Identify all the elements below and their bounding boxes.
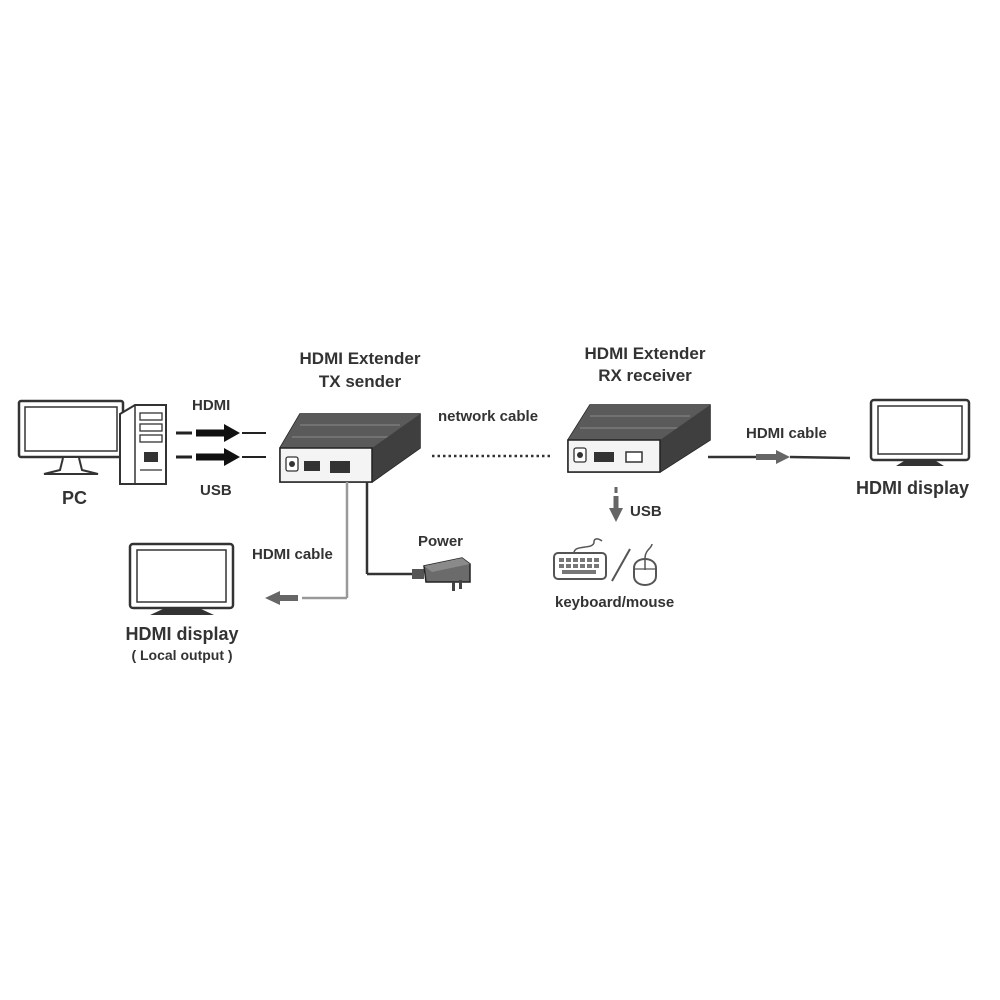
- power-cable-line: [365, 482, 414, 576]
- local-output-label: ( Local output ): [131, 647, 233, 663]
- tx-sender-box-icon: [279, 413, 421, 483]
- mouse-icon: [633, 543, 657, 586]
- rx-usb-down-arrow: [609, 487, 623, 522]
- keyboard-icon: [553, 538, 607, 580]
- hdmi-cable-local-label: HDMI cable: [252, 546, 333, 563]
- hdmi-cable-local-line: [265, 482, 349, 605]
- pc-monitor-icon: [17, 399, 125, 475]
- slash-divider: [611, 548, 631, 582]
- tx-title-line-1: HDMI Extender: [299, 349, 421, 368]
- usb-input-label: USB: [200, 482, 232, 499]
- pc-usb-arrow: [176, 448, 266, 466]
- right-hdmi-display-icon: [869, 398, 971, 466]
- local-hdmi-display-icon: [128, 542, 235, 615]
- hdmi-input-label: HDMI: [192, 397, 231, 414]
- pc-label: PC: [62, 488, 88, 508]
- hdmi-cable-right-label: HDMI cable: [746, 425, 827, 442]
- network-cable-label: network cable: [438, 408, 539, 425]
- pc-tower-icon: [119, 404, 167, 485]
- power-label: Power: [418, 533, 464, 550]
- power-adapter-icon: [412, 557, 471, 591]
- rx-title-line-2: RX receiver: [598, 366, 692, 385]
- rx-title-line-1: HDMI Extender: [584, 344, 706, 363]
- hdmi-cable-right-line: [708, 450, 851, 464]
- keyboard-mouse-label: keyboard/mouse: [555, 594, 675, 611]
- tx-title-line-2: TX sender: [318, 372, 402, 391]
- usb-rx-label: USB: [630, 503, 662, 520]
- pc-hdmi-arrow: [176, 424, 266, 442]
- hdmi-display-local-label: HDMI display: [125, 624, 239, 644]
- hdmi-display-right-label: HDMI display: [856, 478, 970, 498]
- rx-receiver-box-icon: [567, 404, 711, 473]
